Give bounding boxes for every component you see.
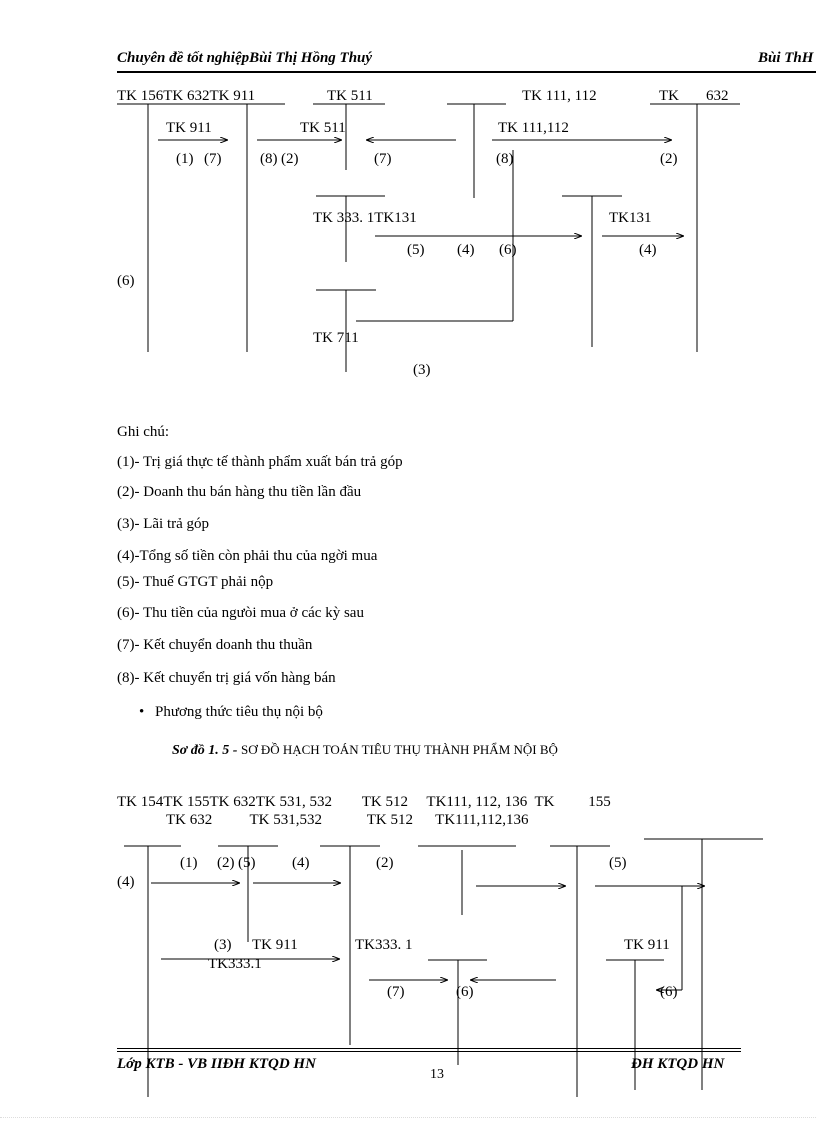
d1-num-1: (1) bbox=[176, 151, 194, 167]
d1-num-2b: (2) bbox=[660, 151, 678, 167]
d1-tk111-label: TK 111,112 bbox=[498, 120, 569, 136]
d1-num-5: (5) bbox=[407, 242, 425, 258]
header-author: Bùi ThH bbox=[758, 50, 814, 66]
footer-rule-top bbox=[117, 1048, 741, 1049]
note-item: (4)-Tổng số tiền còn phải thu của ngời m… bbox=[117, 548, 378, 564]
d1-account-row-d: TK bbox=[659, 88, 679, 104]
d1-tk131-label: TK131 bbox=[609, 210, 652, 226]
d1-num-3: (3) bbox=[413, 362, 431, 378]
d2-tk3331-label-a: TK333.1 bbox=[208, 956, 262, 972]
d1-num-6a: (6) bbox=[499, 242, 517, 258]
d1-tk911-label: TK 911 bbox=[166, 120, 212, 136]
footer-school: ĐH KTQD HN bbox=[631, 1056, 725, 1072]
footer-rule-bottom bbox=[117, 1051, 741, 1052]
d1-account-row-b: TK 511 bbox=[327, 88, 373, 104]
d2-num-7: (7) bbox=[387, 984, 405, 1000]
d2-num-2b: (2) bbox=[376, 855, 394, 871]
d1-account-row-c: TK 111, 112 bbox=[522, 88, 597, 104]
notes-title: Ghi chú: bbox=[117, 424, 170, 440]
header-title: Chuyên đề tốt nghiệpBùi Thị Hồng Thuý bbox=[117, 50, 373, 66]
d2-num-6a: (6) bbox=[456, 984, 474, 1000]
d1-num-4b: (4) bbox=[639, 242, 657, 258]
d2-account-row-2: TK 632 TK 531,532 TK 512 TK111,112,136 bbox=[166, 812, 529, 828]
note-item: (7)- Kết chuyển doanh thu thuần bbox=[117, 637, 313, 653]
d1-num-2a: (2) bbox=[281, 151, 299, 167]
d1-num-8a: (8) bbox=[260, 151, 278, 167]
d2-account-row-1: TK 154TK 155TK 632TK 531, 532 TK 512 TK1… bbox=[117, 794, 611, 810]
page-number: 13 bbox=[430, 1067, 444, 1082]
d1-num-4a: (4) bbox=[457, 242, 475, 258]
caption-label: Sơ đồ 1. 5 - bbox=[172, 743, 241, 758]
page-bottom-edge bbox=[0, 1117, 816, 1118]
d1-num-6-left: (6) bbox=[117, 273, 135, 289]
d2-num-4: (4) bbox=[292, 855, 310, 871]
note-item: (8)- Kết chuyển trị giá vốn hàng bán bbox=[117, 670, 336, 686]
caption-text: SƠ ĐỒ HẠCH TOÁN TIÊU THỤ THÀNH PHẨM NỘI … bbox=[240, 742, 558, 757]
d1-tk711-label: TK 711 bbox=[313, 330, 359, 346]
d2-num-5a: (5) bbox=[238, 855, 256, 871]
d2-num-3: (3) bbox=[214, 937, 232, 953]
d1-num-7a: (7) bbox=[204, 151, 222, 167]
d1-account-row-a: TK 156TK 632TK 911 bbox=[117, 88, 256, 104]
note-item: (2)- Doanh thu bán hàng thu tiền lần đầu bbox=[117, 484, 362, 500]
diagram-caption: Sơ đồ 1. 5 - SƠ ĐỒ HẠCH TOÁN TIÊU THỤ TH… bbox=[172, 742, 558, 759]
note-item: (3)- Lãi trả góp bbox=[117, 516, 210, 532]
d1-num-8b: (8) bbox=[496, 151, 514, 167]
d2-num-2: (2) bbox=[217, 855, 235, 871]
d2-num-6b: (6) bbox=[660, 984, 678, 1000]
footer-class: Lớp KTB - VB IIĐH KTQD HN bbox=[117, 1056, 316, 1072]
bullet-internal-sales: Phương thức tiêu thụ nội bộ bbox=[139, 704, 323, 721]
d2-tk3331-label-b: TK333. 1 bbox=[355, 937, 413, 953]
header-rule bbox=[117, 71, 816, 73]
d2-num-1: (1) bbox=[180, 855, 198, 871]
d1-account-row-e: 632 bbox=[706, 88, 729, 104]
note-item: (5)- Thuế GTGT phải nộp bbox=[117, 574, 274, 590]
d1-tk511-label: TK 511 bbox=[300, 120, 346, 136]
note-item: (1)- Trị giá thực tế thành phẩm xuất bán… bbox=[117, 454, 403, 470]
d2-tk911-right-label: TK 911 bbox=[624, 937, 670, 953]
d2-tk911-label: TK 911 bbox=[252, 937, 298, 953]
d2-num-5b: (5) bbox=[609, 855, 627, 871]
d2-num-4-left: (4) bbox=[117, 874, 135, 890]
d1-tk333-tk131-label: TK 333. 1TK131 bbox=[313, 210, 417, 226]
note-item: (6)- Thu tiền của ngưòi mua ở các kỳ sau bbox=[117, 605, 364, 621]
d1-num-7b: (7) bbox=[374, 151, 392, 167]
